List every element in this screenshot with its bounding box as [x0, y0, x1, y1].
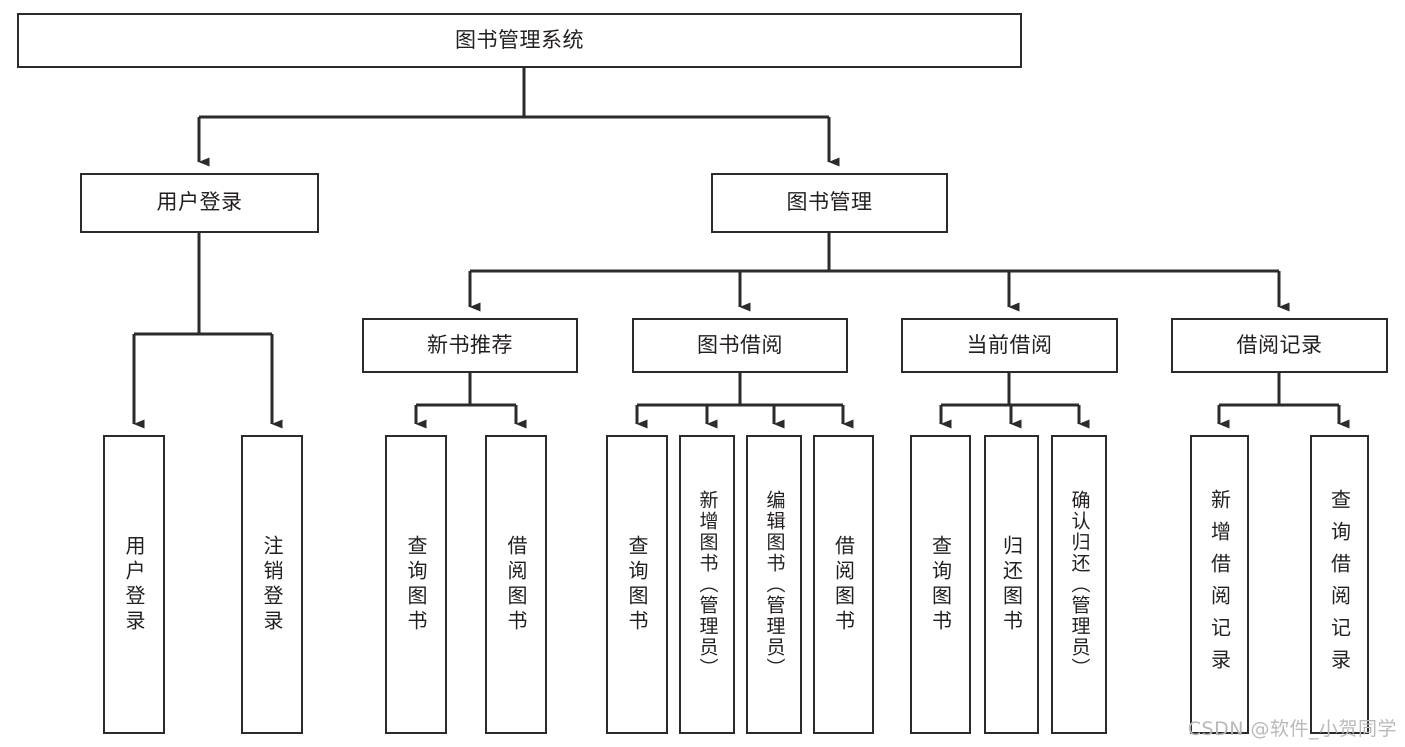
node-user-login[interactable]: 用户登录 — [80, 173, 319, 233]
node-book-management-label: 图书管理 — [786, 190, 873, 215]
node-leaf-user-login-label: 用户登录 — [122, 534, 146, 635]
node-leaf-user-login[interactable]: 用户登录 — [103, 435, 165, 734]
node-leaf-add-book[interactable]: 新增图书（管理员） — [679, 435, 735, 734]
node-leaf-edit-book[interactable]: 编辑图书（管理员） — [746, 435, 802, 734]
node-leaf-borrow-book-2[interactable]: 借阅图书 — [813, 435, 874, 734]
node-root[interactable]: 图书管理系统 — [17, 13, 1022, 68]
node-leaf-return-book-label: 归还图书 — [999, 534, 1024, 635]
node-leaf-edit-book-label: 编辑图书（管理员） — [763, 490, 786, 679]
node-leaf-logout-login-label: 注销登录 — [260, 534, 284, 635]
node-leaf-logout-login[interactable]: 注销登录 — [241, 435, 303, 734]
node-new-book-recommend[interactable]: 新书推荐 — [362, 318, 578, 373]
node-leaf-query-book-2[interactable]: 查询图书 — [606, 435, 668, 734]
node-leaf-add-borrow-record[interactable]: 新增借阅记录 — [1190, 435, 1249, 734]
node-leaf-add-book-label: 新增图书（管理员） — [696, 490, 719, 679]
node-new-book-recommend-label: 新书推荐 — [427, 332, 513, 357]
node-leaf-query-book-2-label: 查询图书 — [625, 534, 649, 635]
node-leaf-borrow-book-2-label: 借阅图书 — [831, 534, 856, 635]
node-leaf-query-book-3[interactable]: 查询图书 — [910, 435, 971, 734]
node-current-borrow[interactable]: 当前借阅 — [901, 318, 1118, 373]
node-book-management[interactable]: 图书管理 — [711, 173, 948, 233]
node-leaf-return-book[interactable]: 归还图书 — [984, 435, 1039, 734]
node-book-borrow-label: 图书借阅 — [697, 332, 783, 357]
node-leaf-query-borrow-record[interactable]: 查询借阅记录 — [1310, 435, 1369, 734]
node-leaf-borrow-book-1[interactable]: 借阅图书 — [485, 435, 547, 734]
node-leaf-query-book-1[interactable]: 查询图书 — [385, 435, 447, 734]
node-leaf-confirm-return[interactable]: 确认归还（管理员） — [1051, 435, 1107, 734]
node-leaf-add-borrow-record-label: 新增借阅记录 — [1207, 488, 1232, 681]
node-leaf-confirm-return-label: 确认归还（管理员） — [1068, 490, 1091, 679]
node-user-login-label: 用户登录 — [156, 190, 243, 215]
node-book-borrow[interactable]: 图书借阅 — [632, 318, 848, 373]
node-leaf-query-book-1-label: 查询图书 — [404, 534, 428, 635]
node-leaf-borrow-book-1-label: 借阅图书 — [504, 534, 528, 635]
node-borrow-record-label: 借阅记录 — [1236, 332, 1323, 357]
node-current-borrow-label: 当前借阅 — [966, 332, 1053, 357]
node-leaf-query-borrow-record-label: 查询借阅记录 — [1327, 488, 1352, 681]
node-borrow-record[interactable]: 借阅记录 — [1171, 318, 1388, 373]
watermark-text: CSDN @软件_小贺同学 — [1187, 718, 1397, 740]
node-root-label: 图书管理系统 — [455, 27, 584, 52]
node-leaf-query-book-3-label: 查询图书 — [928, 534, 953, 635]
